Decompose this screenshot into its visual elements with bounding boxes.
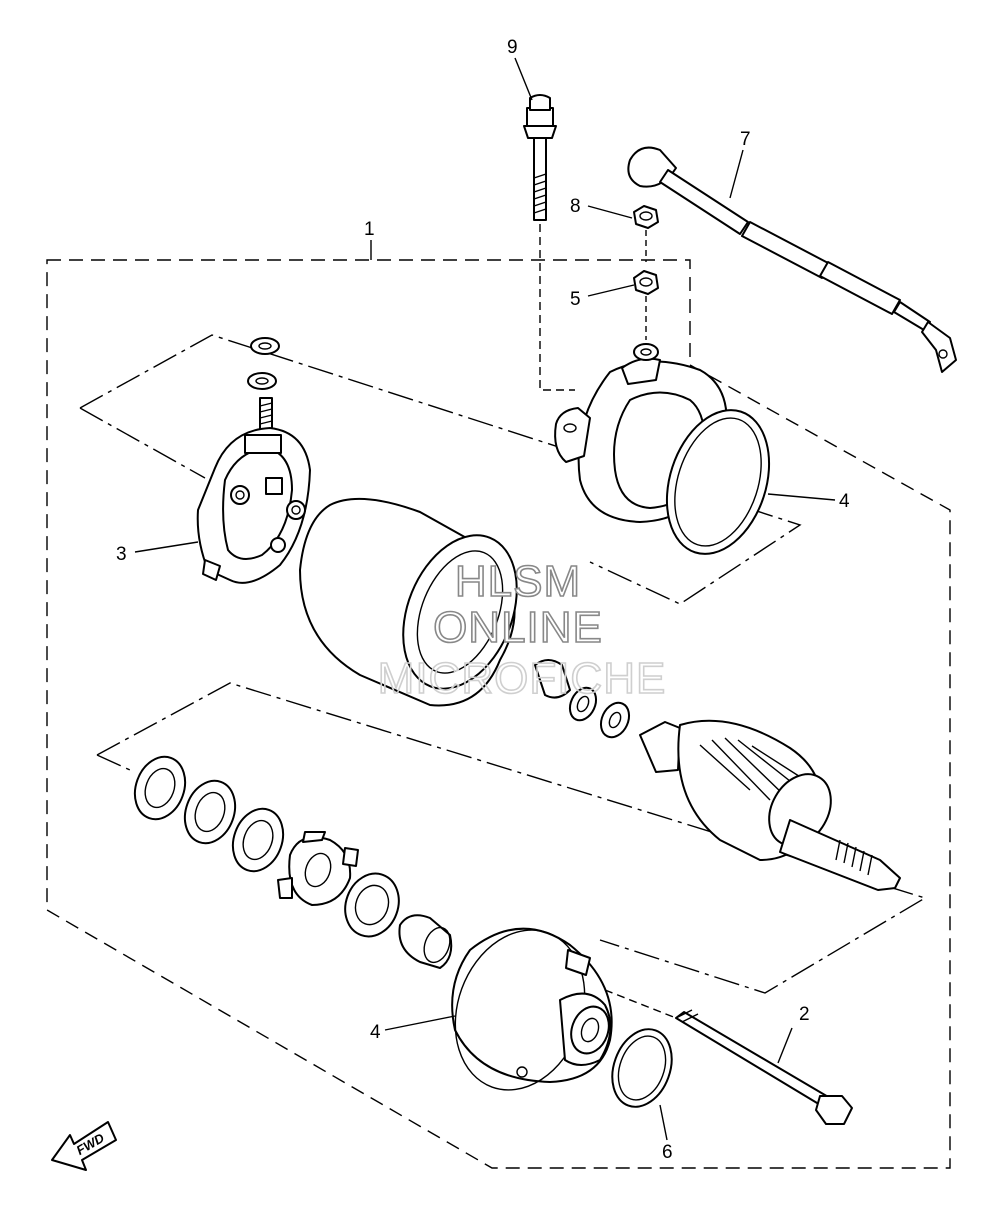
callout-8: 8	[570, 196, 581, 217]
brush-holder	[196, 397, 311, 584]
terminal-washers	[247, 337, 280, 390]
callout-9: 9	[507, 37, 518, 58]
nut	[633, 205, 659, 262]
callout-2: 2	[799, 1004, 810, 1025]
armature	[639, 719, 901, 891]
upper-group-outline	[79, 334, 802, 605]
o-ring-lower	[611, 1028, 673, 1108]
front-cover	[554, 343, 728, 523]
needle-bearing	[398, 914, 453, 969]
rear-cover	[451, 927, 613, 1091]
long-bolt	[523, 94, 575, 391]
leader-lines	[134, 57, 836, 1141]
callout-1: 1	[364, 219, 375, 240]
watermark-line-2: ONLINE	[433, 603, 603, 652]
lower-washers	[133, 755, 285, 873]
fwd-arrow-icon: FWD	[51, 1121, 117, 1171]
watermark-line-3: MICROFICHE	[378, 654, 667, 703]
callout-3: 3	[116, 544, 127, 565]
assembly-boundary	[46, 259, 951, 1169]
o-ring-upper	[665, 409, 771, 555]
callout-7: 7	[740, 129, 751, 150]
bearing	[344, 872, 400, 938]
plate-clip	[277, 831, 359, 906]
through-bolt	[604, 989, 853, 1125]
starter-cable	[627, 146, 957, 373]
callout-6: 6	[662, 1142, 673, 1163]
lower-group-outline	[96, 682, 927, 994]
armature-sleeve	[534, 659, 631, 739]
callout-4-rear-cover: 4	[370, 1022, 381, 1043]
washer-nut	[633, 270, 659, 340]
callout-5: 5	[570, 289, 581, 310]
yoke-housing	[299, 497, 518, 707]
callout-4-front-cover: 4	[839, 491, 850, 512]
watermark-line-1: HLSM	[455, 557, 581, 606]
